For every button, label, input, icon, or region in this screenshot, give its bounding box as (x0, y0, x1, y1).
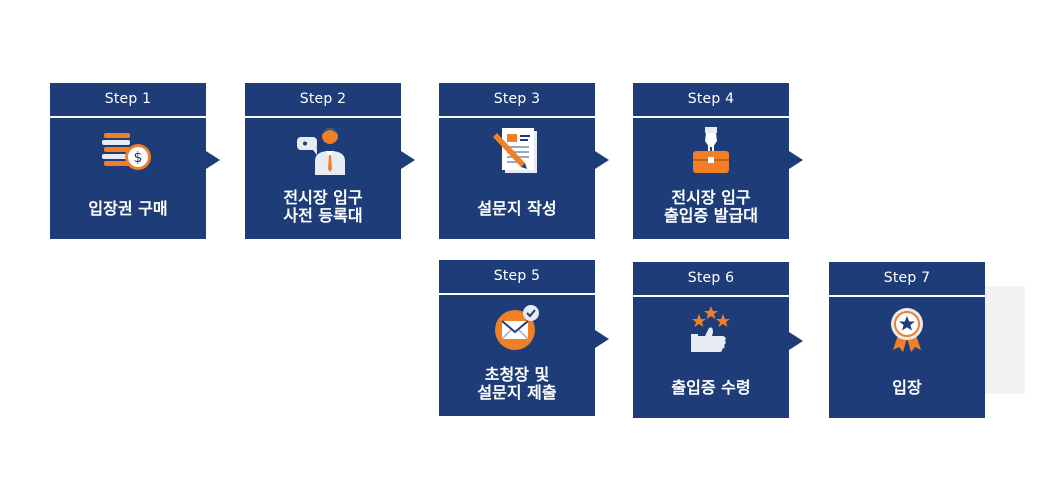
arrow-5-6 (595, 330, 609, 348)
step-4-title: Step 4 (633, 83, 789, 118)
envelope-check-icon (495, 305, 539, 350)
step-7-title: Step 7 (829, 262, 985, 297)
side-panel (985, 286, 1025, 394)
step-6-box: Step 6 출입증 수령 (633, 262, 789, 418)
step-3-title: Step 3 (439, 83, 595, 118)
medal-icon (891, 308, 923, 352)
arrow-2-3 (401, 151, 415, 169)
step-6-label: 출입증 수령 (671, 378, 751, 397)
arrow-4-5 (789, 151, 803, 169)
step-1-label: 입장권 구매 (88, 199, 168, 218)
briefcase-icon (693, 127, 729, 173)
step-7-box: Step 7 입장 (829, 262, 985, 418)
step-2-label: 전시장 입구 사전 등록대 (283, 188, 363, 225)
step-4-label: 전시장 입구 출입증 발급대 (664, 188, 758, 225)
step-2-title: Step 2 (245, 83, 401, 118)
thumbs-up-stars-icon (691, 306, 730, 352)
step-5-title: Step 5 (439, 260, 595, 295)
step-4-box: Step 4 전시장 입구 출입증 발급대 (633, 83, 789, 239)
step-5-label: 초청장 및 설문지 제출 (477, 365, 557, 402)
step-7-label: 입장 (892, 378, 922, 397)
coins-icon: $ (102, 133, 151, 170)
arrow-1-2 (206, 151, 220, 169)
staff-with-speech-icon (297, 128, 345, 175)
step-3-box: Step 3 설문지 작성 (439, 83, 595, 239)
step-6-title: Step 6 (633, 262, 789, 297)
step-1-title: Step 1 (50, 83, 206, 118)
arrow-3-4 (595, 151, 609, 169)
step-5-box: Step 5 초청장 및 설문지 제출 (439, 260, 595, 416)
step-2-box: Step 2 전시장 입구 사전 등록대 (245, 83, 401, 239)
step-1-box: Step 1 $ 입장권 구매 (50, 83, 206, 239)
svg-text:$: $ (134, 150, 143, 166)
step-3-label: 설문지 작성 (477, 199, 557, 218)
document-pen-icon (493, 128, 537, 173)
arrow-6-7 (789, 332, 803, 350)
